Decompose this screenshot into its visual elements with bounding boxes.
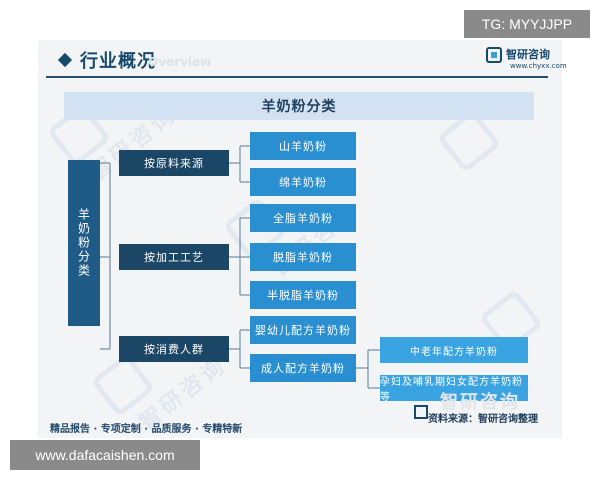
- brand-logo: 智研咨询: [486, 47, 550, 63]
- section-header: 行业概况: [56, 45, 156, 75]
- leaf-sheep-milk-powder: 绵羊奶粉: [250, 168, 356, 196]
- source-note: 资料来源：智研咨询整理: [428, 414, 538, 425]
- diagram-banner: 羊奶粉分类: [64, 92, 534, 120]
- url-overlay-badge: www.dafacaishen.com: [10, 440, 200, 470]
- source-logo-icon: [414, 405, 428, 419]
- leaf-semi-skim-milk-powder: 半脱脂羊奶粉: [250, 281, 356, 309]
- section-subtitle-ghost: Overview: [148, 55, 212, 69]
- sub-pregnant-formula: 孕妇及哺乳期妇女配方羊奶粉等: [380, 375, 528, 403]
- leaf-adult-formula: 成人配方羊奶粉: [250, 354, 356, 382]
- brand-logo-icon: [486, 47, 502, 63]
- leaf-skim-milk-powder: 脱脂羊奶粉: [250, 243, 356, 271]
- leaf-infant-formula: 婴幼儿配方羊奶粉: [250, 316, 356, 344]
- brand-name: 智研咨询: [506, 48, 550, 61]
- section-title: 行业概况: [80, 51, 156, 72]
- source-watermark: 智研咨询: [440, 392, 520, 413]
- category-processing: 按加工工艺: [119, 244, 229, 270]
- leaf-whole-milk-powder: 全脂羊奶粉: [250, 204, 356, 232]
- leaf-goat-milk-powder: 山羊奶粉: [250, 132, 356, 160]
- header-divider: [46, 76, 548, 78]
- category-raw-material: 按原料来源: [119, 150, 229, 176]
- footer-tagline: 精品报告 · 专项定制 · 品质服务 · 专精特新: [50, 424, 243, 435]
- brand-url: www.chyxx.com: [510, 62, 567, 70]
- category-consumer: 按消费人群: [119, 336, 229, 362]
- tree-root: 羊奶粉分类: [68, 160, 100, 326]
- tg-overlay-badge: TG: MYYJJPP: [464, 10, 590, 38]
- sub-elderly-formula: 中老年配方羊奶粉: [380, 337, 528, 363]
